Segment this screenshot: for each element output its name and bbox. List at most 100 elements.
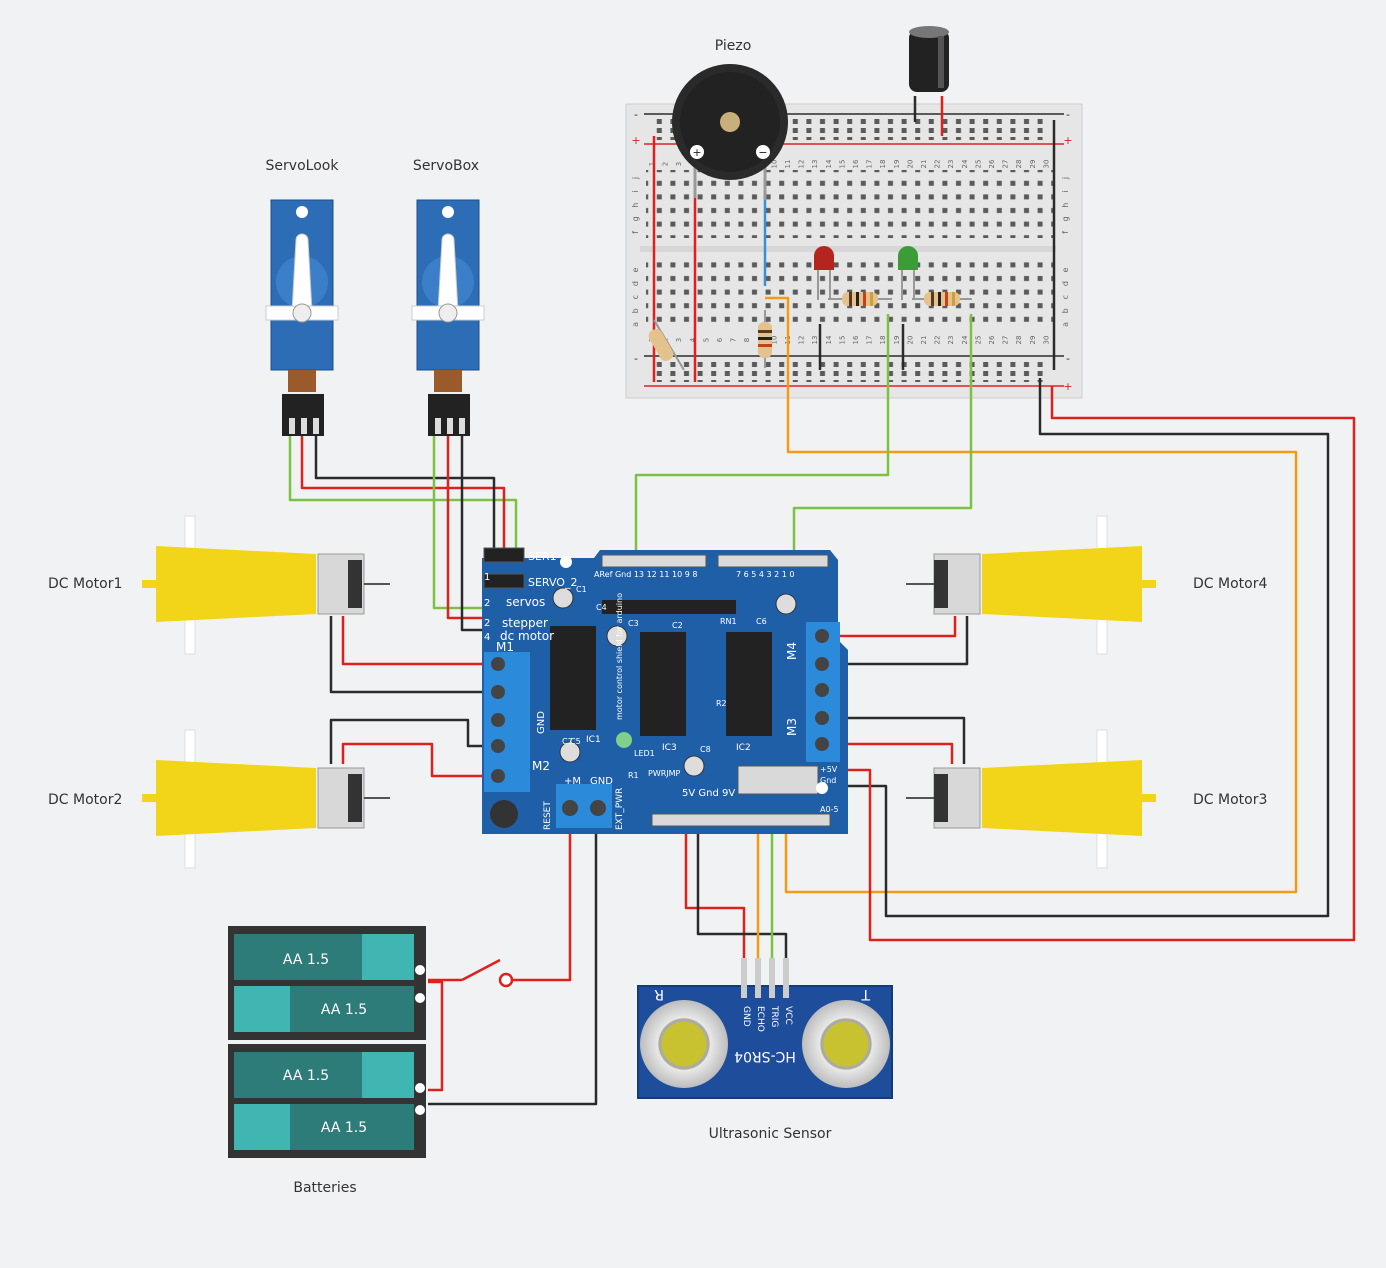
- m4-red: [828, 616, 957, 638]
- servo-box: [411, 199, 485, 436]
- chip-ic3: [640, 632, 686, 736]
- bb-rail-minus: -: [634, 108, 638, 121]
- bb-col-label: 2: [662, 162, 670, 166]
- label-stepper: stepper: [502, 616, 548, 630]
- bb-col-label: 30: [1042, 160, 1050, 169]
- label-c7: C7: [562, 737, 573, 746]
- label-num4: 4: [484, 632, 490, 643]
- sensor-model: HC-SR04: [734, 1048, 796, 1064]
- battery-cell-3: AA 1.5: [283, 1068, 329, 1084]
- bb-row-label: a: [631, 322, 640, 327]
- bb-col-label: 26: [988, 335, 996, 344]
- bb-col-label: 24: [961, 335, 969, 344]
- terminal-m1-m2: [484, 652, 530, 792]
- switch-icon[interactable]: [498, 972, 514, 988]
- servo-look: [265, 199, 339, 436]
- label-m4: M4: [785, 642, 799, 660]
- label-a0-5: A0-5: [820, 805, 839, 814]
- label-c1: C1: [576, 585, 587, 594]
- bb-col-label: 20: [906, 336, 914, 345]
- dc-motor4: [906, 515, 1156, 655]
- bb-col-label: 8: [743, 338, 751, 342]
- bb-col-label: 19: [893, 160, 901, 169]
- bb-col-label: 14: [825, 159, 833, 168]
- label-plus-m: +M: [564, 776, 581, 787]
- bb-row-label: j: [1061, 177, 1070, 180]
- label-dc-motor: dc motor: [500, 629, 554, 643]
- wire-red-5v: [822, 386, 1356, 942]
- bb-row-label: i: [1061, 190, 1070, 192]
- label-dc-motor2: DC Motor2: [48, 792, 123, 808]
- batt4-minus-icon: [415, 1105, 425, 1115]
- bb-col-label: 10: [770, 160, 778, 169]
- bb-col-label: 10: [770, 336, 778, 345]
- sensor-pin-gnd: GND: [741, 1006, 751, 1027]
- label-num1: 1: [484, 572, 490, 583]
- bb-row-label: j: [631, 177, 640, 180]
- bb-col-label: 15: [838, 160, 846, 169]
- motor-shield: [482, 547, 848, 834]
- bb-col-label: 14: [825, 335, 833, 344]
- bb-col-label: 13: [811, 336, 819, 345]
- label-gnd: GND: [590, 776, 613, 787]
- dc-motors: [142, 515, 1156, 869]
- bb-col-label: 6: [716, 337, 724, 342]
- bb-row-label: f: [1061, 231, 1070, 234]
- label-dc-motor1: DC Motor1: [48, 576, 123, 592]
- bb-col-label: 4: [689, 337, 697, 342]
- m2-black: [329, 718, 498, 764]
- m1-red: [341, 616, 498, 666]
- label-ser1: SER1: [528, 550, 557, 563]
- label-piezo: Piezo: [714, 38, 752, 54]
- m1-black: [329, 616, 498, 694]
- label-pwrjmp: PWRJMP: [648, 769, 681, 778]
- breadboard: [625, 103, 1083, 399]
- bb-col-label: 20: [906, 160, 914, 169]
- bb-col-label: 22: [934, 336, 942, 345]
- bb-row-label: b: [1061, 308, 1070, 313]
- bb-col-label: 3: [675, 338, 683, 342]
- bb-col-label: 26: [988, 159, 996, 168]
- wire-green-led2: [792, 314, 973, 560]
- switch-lever: [461, 958, 501, 982]
- ultrasonic-sensor: [637, 958, 893, 1099]
- bb-rail-minus: -: [634, 352, 638, 365]
- label-batteries: Batteries: [293, 1180, 357, 1196]
- bb-row-label: e: [1061, 267, 1070, 272]
- chip-rn1: [602, 600, 736, 614]
- dc-motor2: [142, 729, 390, 869]
- bb-col-label: 23: [947, 336, 955, 345]
- bb-col-label: 16: [852, 335, 860, 344]
- batt-link-red: [428, 980, 444, 1092]
- label-c2: C2: [672, 621, 683, 630]
- label-num2b: 2: [484, 618, 490, 629]
- resistors: [648, 292, 972, 371]
- bb-col-label: 27: [1002, 336, 1010, 345]
- chip-ic1: [550, 626, 596, 730]
- bb-col-label: 28: [1015, 336, 1023, 345]
- label-c6: C6: [756, 617, 767, 626]
- bb-col-label: 7: [730, 338, 738, 342]
- label-ic1: IC1: [586, 735, 601, 745]
- label-silk: motor control shield for arduino: [615, 593, 624, 720]
- bb-rail-plus: +: [1063, 380, 1072, 393]
- bb-col-label: 27: [1002, 160, 1010, 169]
- label-servos: servos: [506, 595, 545, 609]
- battery-cell-2: AA 1.5: [321, 1002, 367, 1018]
- label-m3: M3: [785, 718, 799, 736]
- bb-col-label: 16: [852, 159, 860, 168]
- label-c8: C8: [700, 745, 711, 754]
- sensor-t-label: T: [861, 986, 871, 1002]
- shield-labels: SER1 SERVO_2 1 2 servos 2 stepper 4 dc m…: [484, 550, 839, 830]
- bb-col-label: 22: [934, 160, 942, 169]
- m4-black: [828, 616, 969, 666]
- bb-row-label: g: [631, 216, 640, 221]
- reset-button[interactable]: [490, 800, 518, 828]
- label-m2: M2: [532, 759, 550, 773]
- bb-col-label: 24: [961, 159, 969, 168]
- batt-red: [512, 812, 572, 982]
- bb-col-label: 15: [838, 336, 846, 345]
- m3-black: [828, 716, 966, 764]
- batt2-minus-icon: [415, 993, 425, 1003]
- label-c4: C4: [596, 603, 607, 612]
